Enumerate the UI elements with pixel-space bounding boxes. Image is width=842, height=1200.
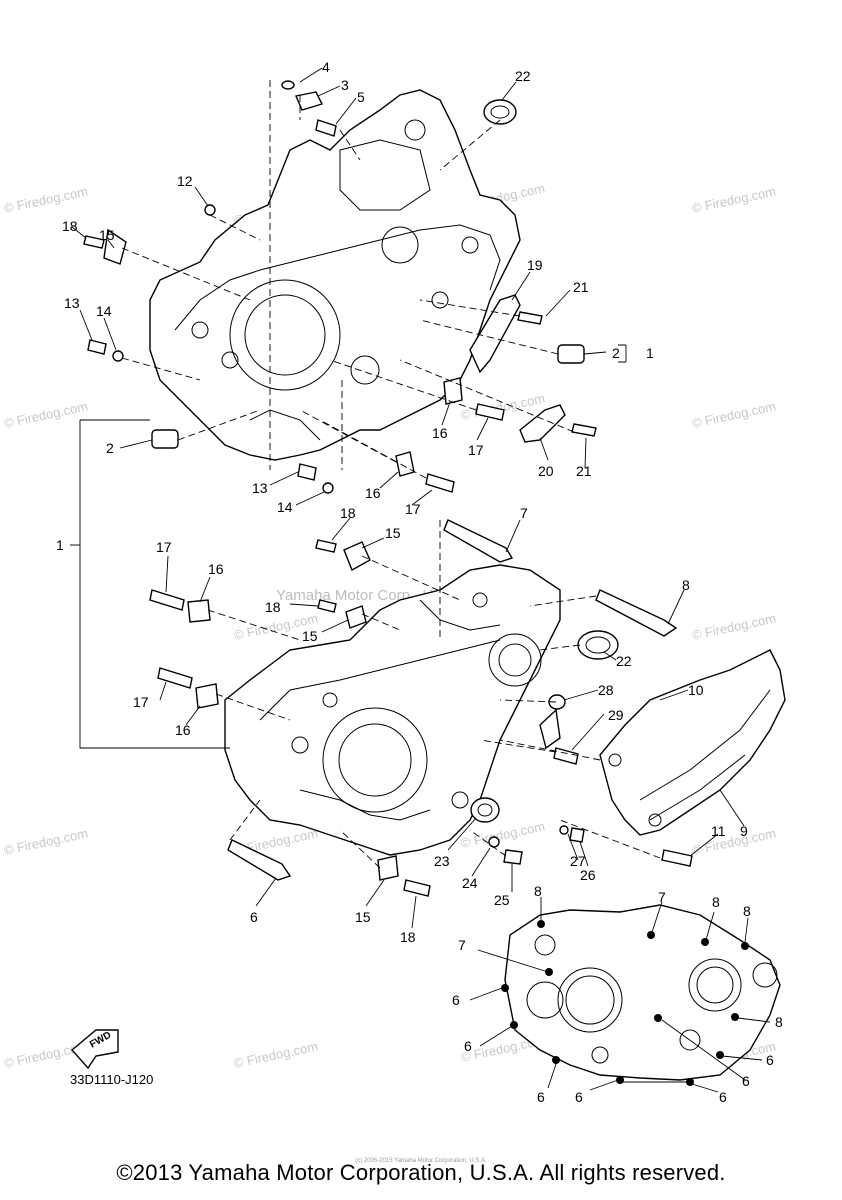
callout-15: 15 [302,628,318,644]
callout-17: 17 [133,694,149,710]
callout-2: 2 [106,440,114,456]
callout-17: 17 [405,501,421,517]
watermark: © Firedog.com [691,183,778,215]
callout-19: 19 [527,257,543,273]
callout-21: 21 [573,279,589,295]
callout-14: 14 [277,499,293,515]
callout-9: 9 [740,823,748,839]
callout-6: 6 [719,1089,727,1105]
callout-8: 8 [534,883,542,899]
callout-25: 25 [494,892,510,908]
callout-2: 2 [612,345,620,361]
watermark: © Firedog.com [691,398,778,430]
small-parts [83,80,693,897]
callout-6: 6 [575,1089,583,1105]
watermark: © Firedog.com [691,610,778,642]
callout-18: 18 [340,505,356,521]
watermark: © Firedog.com [233,1038,320,1070]
callout-6: 6 [766,1052,774,1068]
crankcase-cover [599,649,786,836]
watermark: © Firedog.com [3,825,90,857]
callout-21: 21 [576,463,592,479]
callout-15: 15 [99,227,115,243]
callout-16: 16 [208,561,224,577]
callout-17: 17 [156,539,172,555]
callout-7: 7 [658,889,666,905]
callout-1: 1 [646,345,654,361]
callout-6: 6 [452,992,460,1008]
callout-16: 16 [365,485,381,501]
callout-16: 16 [432,425,448,441]
callout-15: 15 [385,525,401,541]
callout-20: 20 [538,463,554,479]
watermark: © Firedog.com [3,183,90,215]
callout-8: 8 [712,894,720,910]
callout-6: 6 [250,909,258,925]
callout-17: 17 [468,442,484,458]
callout-8: 8 [682,577,690,593]
callout-16: 16 [175,722,191,738]
callout-6: 6 [537,1089,545,1105]
callout-13: 13 [252,480,268,496]
callout-14: 14 [96,303,112,319]
callout-26: 26 [580,867,596,883]
callout-5: 5 [357,89,365,105]
callout-18: 18 [265,599,281,615]
callout-6: 6 [464,1038,472,1054]
callout-28: 28 [598,682,614,698]
callout-4: 4 [322,59,330,75]
callout-8: 8 [743,903,751,919]
callout-7: 7 [458,937,466,953]
callout-3: 3 [341,77,349,93]
callout-23: 23 [434,853,450,869]
fwd-arrow-icon: FWD [70,1029,119,1070]
bolt-pattern-inset [501,904,781,1086]
callout-22: 22 [616,653,632,669]
watermark: © Firedog.com [3,398,90,430]
watermark: © Firedog.com [691,825,778,857]
callout-15: 15 [355,909,371,925]
callout-18: 18 [400,929,416,945]
callout-29: 29 [608,707,624,723]
watermark: © Firedog.com [460,818,547,850]
leader-lines [70,67,771,1093]
callout-1: 1 [56,537,64,553]
callout-10: 10 [688,682,704,698]
callout-27: 27 [570,853,586,869]
lower-crankcase [224,564,561,856]
callout-12: 12 [177,173,193,189]
upper-crankcase [149,89,521,461]
callout-22: 22 [515,68,531,84]
callout-18: 18 [62,218,78,234]
copyright-notice: ©2013 Yamaha Motor Corporation, U.S.A. A… [116,1160,726,1185]
callout-24: 24 [462,875,478,891]
callout-6: 6 [742,1073,750,1089]
tiny-copyright: (c) 2005-2015 Yamaha Motor Corporation, … [355,1158,487,1164]
callout-7: 7 [520,505,528,521]
callout-8: 8 [775,1014,783,1030]
callout-11: 11 [711,823,726,839]
callout-labels: 4 3 5 22 12 18 15 13 14 19 21 2 1 2 16 1… [56,59,783,1105]
callout-13: 13 [64,295,80,311]
assembly-lines [121,80,661,869]
diagram-code: 33D1110-J120 [70,1072,154,1087]
